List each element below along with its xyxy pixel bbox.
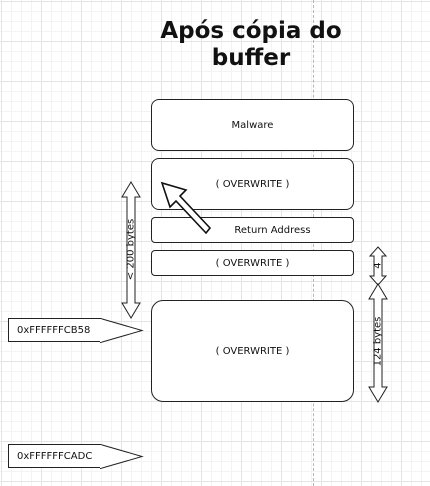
address-upper-text: 0xFFFFFFCB58 bbox=[17, 324, 91, 336]
malware-block: Malware bbox=[151, 99, 354, 151]
overwrite-buffer-label: ( OVERWRITE ) bbox=[215, 345, 290, 357]
return-address-label: Return Address bbox=[234, 224, 311, 236]
overwrite-top-label: ( OVERWRITE ) bbox=[215, 178, 290, 190]
malware-label: Malware bbox=[231, 119, 274, 131]
redirect-arrow bbox=[160, 181, 212, 235]
return-address-block: Return Address bbox=[151, 217, 354, 243]
overwrite-mid-block: ( OVERWRITE ) bbox=[151, 250, 354, 276]
right-large-dimension-arrow bbox=[368, 283, 388, 403]
address-upper-arrow-icon bbox=[100, 318, 144, 343]
address-lower-arrow-icon bbox=[100, 444, 144, 469]
left-dimension-label: < 200 bytes bbox=[125, 218, 137, 281]
diagram-title: Após cópia do buffer bbox=[160, 18, 342, 71]
left-dimension-arrow bbox=[121, 181, 141, 319]
address-upper-label: 0xFFFFFFCB58 bbox=[8, 318, 101, 342]
overwrite-mid-label: ( OVERWRITE ) bbox=[215, 257, 290, 269]
address-lower-label: 0xFFFFFFCADC bbox=[8, 444, 101, 468]
redirect-arrow-shape bbox=[160, 181, 212, 235]
right-small-dimension-label: 4 bbox=[372, 262, 384, 269]
right-large-dimension-label: 124 bytes bbox=[372, 316, 384, 367]
address-lower-text: 0xFFFFFFCADC bbox=[17, 450, 93, 462]
vertical-guide-line bbox=[313, 0, 314, 486]
overwrite-buffer-block: ( OVERWRITE ) bbox=[151, 300, 354, 402]
